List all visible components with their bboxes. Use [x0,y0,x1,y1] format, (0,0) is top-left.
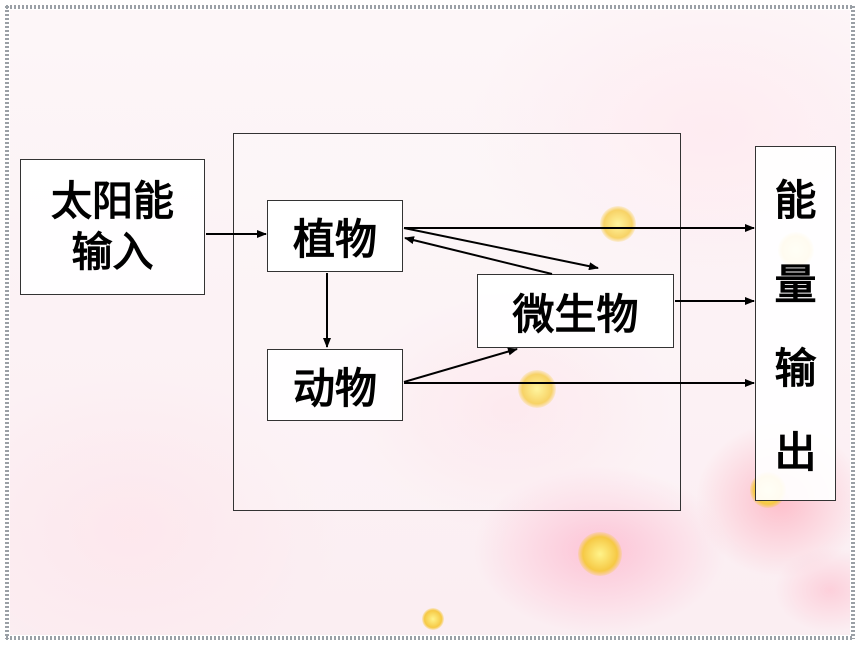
flower-center-decoration [578,532,622,576]
node-plants-label: 植物 [292,214,377,264]
node-solar-input-line2: 输入 [71,228,154,276]
node-solar-input: 太阳能 输入 [20,159,205,295]
flower-center-decoration [518,370,556,408]
flower-center-decoration [600,206,636,242]
slide-border-right [851,6,855,639]
arrow-animals-to-microbes [403,347,518,383]
energy-output-char: 输 [774,344,817,394]
slide-border-bottom [6,636,854,640]
node-microbes-label: 微生物 [512,289,639,339]
floral-background [10,10,850,635]
energy-output-char: 出 [774,428,817,478]
energy-output-char: 量 [774,259,817,309]
node-energy-output: 能 量 输 出 [755,146,836,501]
node-microbes: 微生物 [477,274,674,348]
slide-border-top [6,5,854,9]
energy-output-char: 能 [774,175,817,225]
node-animals-label: 动物 [292,363,377,413]
flower-center-decoration [422,608,444,630]
node-animals: 动物 [267,349,403,421]
arrow-plants-to-microbes [403,227,599,271]
node-solar-input-line1: 太阳能 [51,176,174,225]
slide-border-left [5,6,9,639]
arrow-microbes-to-plants [404,236,553,275]
node-plants: 植物 [267,200,403,272]
